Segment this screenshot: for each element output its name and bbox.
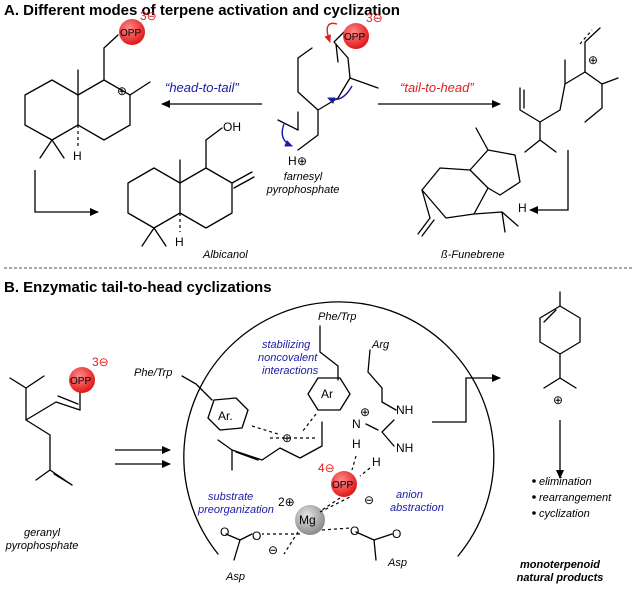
farnesyl-pyrophosphate-structure: H ⊕ OPP 3⊖ farnesyl pyrophosphate <box>266 11 383 196</box>
cation-charge: ⊕ <box>588 53 598 67</box>
head-to-tail-label: “head-to-tail” <box>165 80 239 95</box>
anion-label-1: anion <box>396 489 423 501</box>
albicanol-label: Albicanol <box>202 249 248 261</box>
substrate-label-1: substrate <box>208 491 253 503</box>
asp-left-o2: O <box>252 529 261 543</box>
h-label: H <box>175 235 184 249</box>
head-to-tail-intermediate: H ⊕ OPP 3⊖ <box>24 9 157 163</box>
farnesyl-label-line1: farnesyl <box>284 171 323 183</box>
asp-right-o1: O <box>350 524 359 538</box>
guanidinium-h2-label: H <box>372 455 381 469</box>
proton-label: H <box>288 154 297 168</box>
stabilizing-label-2: noncovalent <box>258 352 318 364</box>
opp-sphere <box>119 19 145 45</box>
step-elimination: elimination <box>539 476 592 488</box>
steps-list: elimination rearrangement cyclization <box>532 476 612 520</box>
albicanol-structure: H OH Albicanol <box>127 120 255 261</box>
opp-sphere <box>69 367 95 393</box>
phe-trp-top-label: Phe/Trp <box>318 311 356 323</box>
blue-curved-arrow <box>327 85 353 104</box>
guanidinium-plus: ⊕ <box>360 405 370 419</box>
opp-label: OPP <box>120 28 141 39</box>
asp-left-label: Asp <box>225 571 245 583</box>
section-b-heading: B. Enzymatic tail-to-head cyclizations <box>4 279 272 296</box>
h-label: H <box>73 149 82 163</box>
enzyme-active-site: Phe/Trp Arg Phe/Trp Ar. Ar stabilizing n… <box>134 301 495 583</box>
product-cation-charge: ⊕ <box>553 393 563 407</box>
geranyl-pyrophosphate-structure: OPP 3⊖ geranyl pyrophosphate <box>5 355 109 552</box>
farnesyl-label-line2: pyrophosphate <box>266 184 340 196</box>
product-arrow <box>432 374 501 423</box>
product-label-line2: natural products <box>517 572 604 584</box>
step-rearrangement: rearrangement <box>539 492 612 504</box>
asp-right-minus: ⊖ <box>364 493 374 507</box>
tail-to-head-intermediate: ⊕ <box>519 27 619 153</box>
oh-label: OH <box>223 120 241 134</box>
mg-label: Mg <box>299 513 316 527</box>
geranyl-label-line2: pyrophosphate <box>5 540 79 552</box>
arg-label: Arg <box>371 339 390 351</box>
funebrene-structure: H ß-Funebrene <box>417 127 527 261</box>
funebrene-label: ß-Funebrene <box>441 249 505 261</box>
ar-left-label: Ar. <box>218 409 233 423</box>
opp-sphere <box>343 23 369 49</box>
cation-charge: ⊕ <box>117 84 127 98</box>
nh-label: NH <box>396 403 413 417</box>
opp-charge-4minus: 4⊖ <box>318 461 335 475</box>
blue-curved-arrow <box>281 123 293 147</box>
asp-right-o2: O <box>392 527 401 541</box>
guanidinium-h-label: H <box>352 437 361 451</box>
active-site-circle <box>183 301 495 557</box>
phe-trp-left-label: Phe/Trp <box>134 367 172 379</box>
tail-to-head-label: “tail-to-head” <box>400 80 474 95</box>
h-label: H <box>518 201 527 215</box>
asp-right-label: Asp <box>387 557 407 569</box>
red-curved-arrow <box>324 22 338 43</box>
substrate-label-2: preorganization <box>197 504 274 516</box>
opp-label: OPP <box>332 480 353 491</box>
ar-right-label: Ar <box>321 387 333 401</box>
opp-label: OPP <box>344 32 365 43</box>
guanidinium-n-label: N <box>352 417 361 431</box>
opp-charge: 3⊖ <box>140 9 157 23</box>
step-cyclization: cyclization <box>539 508 590 520</box>
mg-sphere <box>295 505 325 535</box>
asp-left-minus: ⊖ <box>268 543 278 557</box>
funebrene-arrow <box>529 150 569 214</box>
proton-charge: ⊕ <box>297 154 307 168</box>
opp-charge: 3⊖ <box>92 355 109 369</box>
mg-charge: 2⊕ <box>278 495 295 509</box>
monoterpene-product-structure: ⊕ <box>539 291 581 407</box>
opp-sphere <box>331 471 357 497</box>
opp-charge: 3⊖ <box>366 11 383 25</box>
geranyl-label-line1: geranyl <box>24 527 61 539</box>
asp-left-o1: O <box>220 525 229 539</box>
albicanol-arrow <box>34 170 99 216</box>
product-label-line1: monoterpenoid <box>520 559 600 571</box>
stabilizing-label-3: interactions <box>262 365 319 377</box>
anion-label-2: abstraction <box>390 502 444 514</box>
allyl-cation-charge: ⊕ <box>282 431 292 445</box>
opp-label: OPP <box>70 376 91 387</box>
nh-label-2: NH <box>396 441 413 455</box>
section-a-heading: A. Different modes of terpene activation… <box>4 2 400 19</box>
stabilizing-label-1: stabilizing <box>262 339 311 351</box>
